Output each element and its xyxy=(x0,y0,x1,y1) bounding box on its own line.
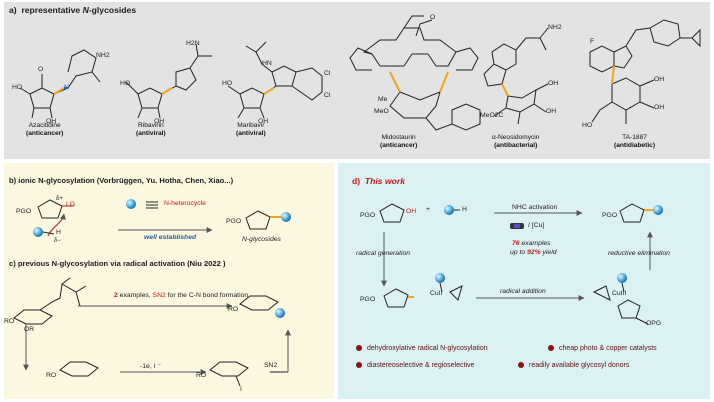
panel-d xyxy=(338,163,710,399)
atom-label: HO xyxy=(582,122,593,129)
atom-label: OH xyxy=(654,76,665,83)
midostaurin-structure xyxy=(349,15,481,131)
atom-label: Me xyxy=(378,96,388,103)
ro-label: RO xyxy=(46,372,57,379)
compound-label: Azacitidine(anticancer) xyxy=(26,122,64,137)
status-label: well established xyxy=(144,234,197,241)
yield-label: up to 92% yield xyxy=(510,249,557,256)
panel-c-title: c) previous N-glycosylation via radical … xyxy=(9,259,226,268)
oh-label: OH xyxy=(406,208,417,215)
maribavir-structure xyxy=(227,41,323,119)
pgo-label: PGO xyxy=(226,218,242,225)
panel-a-title: a) representative N-glycosides xyxy=(9,5,137,15)
examples-label: 76 examples xyxy=(512,240,551,247)
reagent-label: N-heterocycle xyxy=(164,200,206,207)
radical-addition-label: radical addition xyxy=(500,288,546,295)
atom-label: Cl xyxy=(324,70,331,77)
panel-b-c xyxy=(4,163,334,399)
or-label: OR xyxy=(24,326,35,333)
atom-label: OH xyxy=(46,118,57,125)
panel-c-examples: 2 examples, SN2 for the C-N bond formati… xyxy=(114,292,249,299)
panel-c-scheme xyxy=(13,277,291,387)
step-label: SN2 xyxy=(264,362,278,369)
cu3-label: CuIII xyxy=(612,290,627,297)
panel-d-scheme xyxy=(379,203,663,325)
catalyst-label: / [Cu] xyxy=(528,222,545,229)
atom-label: NH2 xyxy=(96,52,110,59)
compound-label: TA-1887(antidiabetic) xyxy=(614,134,656,149)
reductive-elimination-label: reductive elimination xyxy=(608,250,670,257)
atom-label: O xyxy=(430,14,436,21)
h-label: H xyxy=(462,206,467,213)
delta-plus-label: δ+ xyxy=(56,196,63,202)
plus-sign: + xyxy=(426,206,430,213)
atom-label: Cl xyxy=(324,92,331,99)
atom-label: N xyxy=(64,84,69,91)
cu2-label: CuII xyxy=(430,290,443,297)
atom-label: MeO xyxy=(374,108,389,115)
feature-bullet: readily available glycosyl donors xyxy=(518,362,629,369)
ro-label: RO xyxy=(196,372,207,379)
atom-label: HO xyxy=(12,84,23,91)
feature-bullet: dehydroxylative radical N-glycosylation xyxy=(356,345,488,352)
compound-label: Maribavir(antiviral) xyxy=(236,122,266,137)
panel-b-scheme xyxy=(33,199,291,237)
feature-bullet: diastereoselective & regioselective xyxy=(356,362,474,369)
atom-label: MeO2C xyxy=(480,112,504,119)
pgo-label: PGO xyxy=(360,212,376,219)
feature-bullet: cheap photo & copper catalysts xyxy=(548,345,657,352)
ro-label: RO xyxy=(4,318,15,325)
product-label: N-glycosides xyxy=(242,236,281,243)
compound-label: α-Neosidomycin(antibacterial) xyxy=(492,134,540,149)
pgo-label: PGO xyxy=(16,208,32,215)
atom-label: OH xyxy=(548,80,559,87)
h-label: H xyxy=(56,229,61,236)
atom-label: HO xyxy=(222,80,233,87)
ta1887-structure xyxy=(589,19,701,124)
opg-label: OPG xyxy=(646,320,662,327)
atom-label: F xyxy=(590,38,595,45)
radical-generation-label: radical generation xyxy=(356,250,411,257)
compound-label: Ribavirin(antiviral) xyxy=(136,122,166,137)
compound-label: Midostaurin(anticancer) xyxy=(380,134,418,149)
atom-label: OH xyxy=(258,118,269,125)
panel-a xyxy=(4,2,710,159)
atom-label: NH2 xyxy=(548,24,562,31)
atom-label: OH xyxy=(654,104,665,111)
delta-minus-label: δ− xyxy=(54,238,61,244)
atom-label: H2N xyxy=(186,40,200,47)
atom-label: OH xyxy=(546,108,557,115)
activation-label: NHC activation xyxy=(512,204,558,211)
atom-label: HN xyxy=(262,60,272,67)
pgo-label: PGO xyxy=(602,212,618,219)
atom-label: HO xyxy=(120,80,131,87)
step-label: -1e, I ⁻ xyxy=(140,363,161,370)
atom-label: O xyxy=(38,66,44,73)
ribavirin-structure xyxy=(125,43,212,119)
panel-d-title: d) This work xyxy=(352,176,406,186)
ro-label: RO xyxy=(228,306,239,313)
pgo-label: PGO xyxy=(360,296,376,303)
iodide-label: I xyxy=(240,386,242,393)
azacitidine-structure xyxy=(19,49,101,119)
panel-b-title: b) ionic N-glycosylation (Vorbrüggen, Yu… xyxy=(9,176,234,185)
neosidomycin-structure xyxy=(483,27,549,125)
leaving-group-label: LG xyxy=(66,201,76,208)
atom-label: OH xyxy=(154,118,165,125)
